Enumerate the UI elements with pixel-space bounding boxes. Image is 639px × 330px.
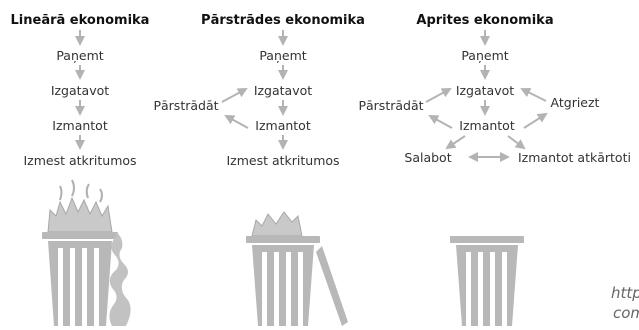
recycling-arrow-to-make (221, 88, 248, 103)
circular-arrow-use-to-return (523, 112, 548, 129)
circular-node-return: Atgriezt (551, 95, 600, 110)
circular-arrow-use-to-reuse (507, 135, 526, 150)
linear-node-dispose: Izmest atkritumos (23, 153, 136, 168)
recycling-node-dispose: Izmest atkritumos (226, 153, 339, 168)
source-url-line-2: com (613, 304, 639, 322)
recycling-node-recycle: Pārstrādāt (153, 98, 218, 113)
linear-title: Lineārā ekonomika (11, 13, 150, 28)
circular-node-recycle: Pārstrādāt (358, 98, 423, 113)
circular-arrow-recycle-to-make (425, 88, 452, 103)
circular-node-make: Izgatavot (456, 83, 514, 98)
recycling-node-use: Izmantot (255, 118, 311, 133)
linear-node-use: Izmantot (52, 118, 108, 133)
circular-node-repair: Salabot (404, 150, 451, 165)
recycling-node-take: Paņemt (259, 48, 306, 63)
circular-node-take: Paņemt (461, 48, 508, 63)
linear-node-make: Izgatavot (51, 83, 109, 98)
half-full-trash-bin-icon (246, 211, 348, 326)
recycling-arrow-from-use (224, 115, 249, 129)
circular-arrow-use-to-recycle (428, 115, 453, 129)
recycling-title: Pārstrādes ekonomika (201, 13, 365, 28)
source-url-line-1: http (611, 284, 639, 302)
circular-arrow-use-to-repair (445, 135, 466, 150)
circular-node-reuse: Izmantot atkārtoti (518, 150, 631, 165)
empty-trash-bin-icon (450, 236, 524, 326)
circular-arrow-return-to-make (520, 88, 547, 102)
overflowing-trash-bin-icon (42, 179, 131, 326)
circular-node-use: Izmantot (459, 118, 515, 133)
circular-title: Aprites ekonomika (416, 13, 553, 28)
linear-node-take: Paņemt (56, 48, 103, 63)
recycling-node-make: Izgatavot (254, 83, 312, 98)
